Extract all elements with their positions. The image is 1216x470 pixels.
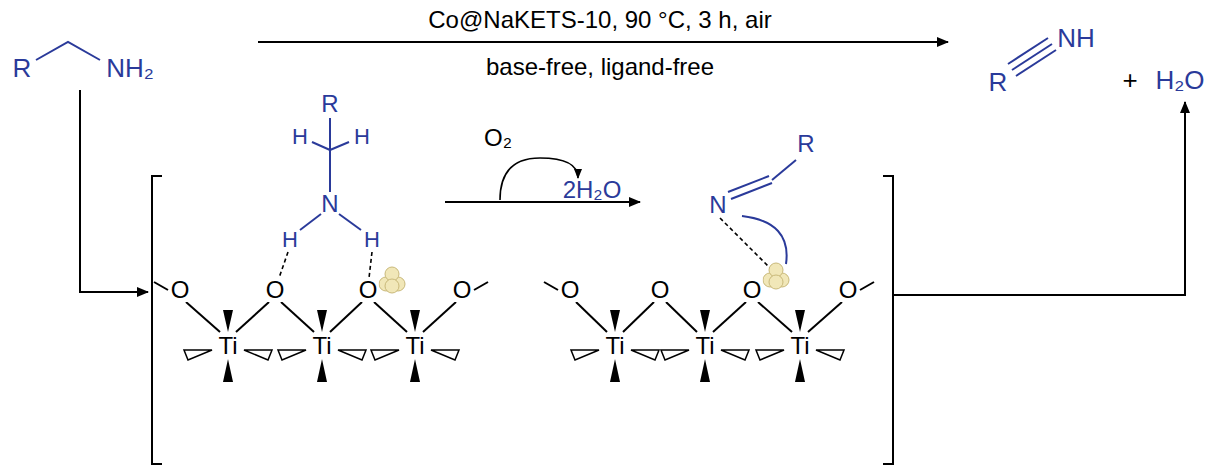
oxygen-atom: O <box>838 278 859 302</box>
reactant-bonds <box>36 42 100 60</box>
oxygen-atom: O <box>560 278 581 302</box>
hashed-wedge <box>631 350 659 360</box>
cobalt-sphere <box>769 275 783 289</box>
titanium-atom: Ti <box>311 334 332 358</box>
hashed-wedge <box>244 350 272 360</box>
reagent: O₂ <box>484 126 512 150</box>
substituent: R <box>989 69 1008 95</box>
byproduct: 2H₂O <box>563 178 622 202</box>
hashed-wedge <box>571 350 599 360</box>
amine-bonds <box>300 118 361 230</box>
terminal-bond <box>860 282 874 290</box>
bold-wedge <box>795 310 805 332</box>
oxygen-atom: O <box>170 278 191 302</box>
hashed-wedge <box>371 350 399 360</box>
bold-wedge <box>317 310 327 332</box>
hashed-wedge <box>184 350 212 360</box>
entry-arrow <box>80 90 148 292</box>
hashed-wedge <box>431 350 459 360</box>
o-ti-bond <box>374 302 407 332</box>
amine-group: NH₂ <box>106 55 154 81</box>
terminal-bond <box>544 282 558 290</box>
titanate-frameworks <box>154 282 874 382</box>
terminal-bond <box>154 282 168 290</box>
o-ti-bond <box>281 302 314 332</box>
bold-wedge <box>317 359 327 382</box>
triple-bond <box>1008 38 1056 76</box>
exit-arrow <box>893 102 1185 295</box>
bold-wedge <box>610 359 620 382</box>
imine-group: NH <box>1057 25 1095 51</box>
hashed-wedge <box>816 350 844 360</box>
hydrogen-bonds <box>279 252 372 278</box>
hashed-wedge <box>661 350 689 360</box>
oxygen-atom: O <box>650 278 671 302</box>
titanium-atom: Ti <box>217 334 238 358</box>
o-ti-bond <box>423 302 456 332</box>
o-ti-bond <box>666 302 697 332</box>
hashed-wedge <box>278 350 306 360</box>
o-ti-bond <box>576 302 607 332</box>
titanium-atom: Ti <box>404 334 425 358</box>
hydrogen-atom: H <box>354 126 370 148</box>
oxygen-atom: O <box>358 278 379 302</box>
imine-bonds <box>728 160 796 264</box>
condition-text: base-free, ligand-free <box>486 55 714 79</box>
oxygen-atom: O <box>265 278 286 302</box>
oxygen-atom: O <box>452 278 473 302</box>
bold-wedge <box>610 310 620 332</box>
hashed-wedge <box>721 350 749 360</box>
bold-wedge <box>223 359 233 382</box>
bold-wedge <box>795 359 805 382</box>
bold-wedge <box>700 310 710 332</box>
titanium-atom: Ti <box>789 334 810 358</box>
o-ti-bond <box>623 302 654 332</box>
substituent: R <box>321 92 338 116</box>
condition-text: Co@NaKETS-10, 90 °C, 3 h, air <box>428 8 771 32</box>
hashed-wedge <box>338 350 366 360</box>
o-ti-bond <box>808 302 842 332</box>
hydrogen-atom: H <box>364 229 380 251</box>
nitrogen-atom: N <box>709 193 726 217</box>
bold-wedge <box>410 359 420 382</box>
water-product: H₂O <box>1155 67 1204 93</box>
reaction-arrow <box>258 41 948 43</box>
coordination-bond <box>720 218 770 268</box>
nitrogen-atom: N <box>321 192 338 216</box>
o-ti-bond <box>330 302 362 332</box>
left-bracket <box>152 176 162 464</box>
hydrogen-atom: H <box>282 229 298 251</box>
hydrogen-atom: H <box>292 126 308 148</box>
titanium-atom: Ti <box>604 334 625 358</box>
substituent: R <box>797 132 814 156</box>
o-ti-bond <box>713 302 746 332</box>
o-ti-bond <box>758 302 792 332</box>
hashed-wedge <box>756 350 784 360</box>
cobalt-clusters <box>379 263 789 293</box>
o-ti-bond <box>186 302 220 332</box>
bold-wedge <box>410 310 420 332</box>
plus-sign: + <box>1122 67 1137 93</box>
terminal-bond <box>474 282 488 290</box>
cobalt-sphere <box>385 279 399 293</box>
oxygen-atom: O <box>742 278 763 302</box>
right-bracket <box>883 176 893 464</box>
substituent: R <box>13 55 32 81</box>
titanium-atom: Ti <box>694 334 715 358</box>
bold-wedge <box>223 310 233 332</box>
o-ti-bond <box>236 302 269 332</box>
bold-wedge <box>700 359 710 382</box>
